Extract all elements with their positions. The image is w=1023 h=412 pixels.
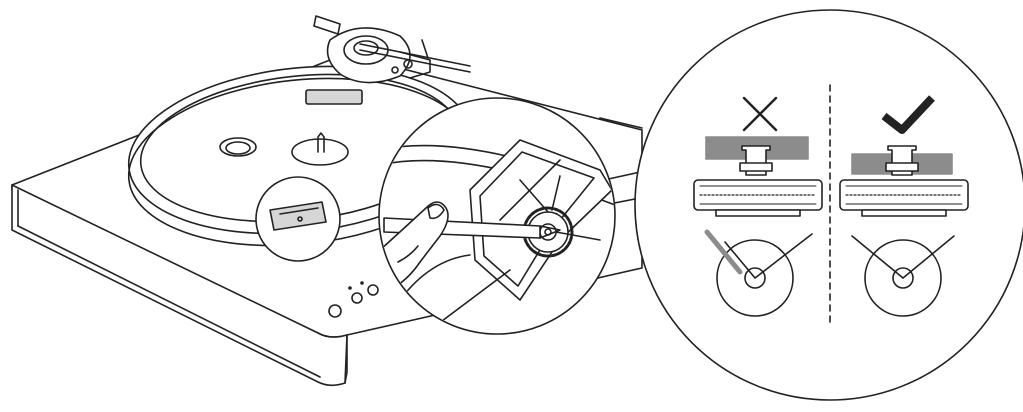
indicator-light xyxy=(360,281,364,285)
misaligned-marker xyxy=(704,229,743,275)
alignment-comparison xyxy=(634,9,1023,401)
finger xyxy=(380,201,449,291)
gear-teeth xyxy=(845,185,963,205)
alignment-line xyxy=(851,235,904,279)
checkmark-icon xyxy=(881,95,935,134)
gear-teeth xyxy=(699,185,817,205)
tonearm-counterweight xyxy=(313,15,341,35)
plinth-detail-line xyxy=(603,171,641,181)
gear-housing-line xyxy=(499,159,561,221)
drive-belt xyxy=(551,175,561,211)
drive-gear-inset xyxy=(378,97,616,335)
alignment-line xyxy=(724,241,756,279)
platter-hole xyxy=(219,137,257,157)
plinth-edge-line xyxy=(17,225,321,378)
finger-crease xyxy=(397,245,419,263)
spindle xyxy=(317,132,325,153)
incorrect-example xyxy=(693,96,823,317)
gear-wheel-base xyxy=(715,209,801,217)
alignment-line xyxy=(754,233,813,279)
alignment-line xyxy=(902,235,955,279)
cross-icon xyxy=(742,96,778,132)
pulley-shaft-ring xyxy=(739,162,773,172)
platter-slot xyxy=(305,89,363,105)
tonearm-tube xyxy=(359,43,471,67)
drive-belt xyxy=(519,179,549,213)
plinth-side-right xyxy=(344,334,348,384)
fingernail xyxy=(427,203,445,220)
speed-button xyxy=(367,284,379,296)
spindle-base xyxy=(291,138,349,166)
indicator-light xyxy=(348,286,352,290)
correct-example xyxy=(839,95,969,317)
pulley-dot xyxy=(297,216,303,222)
platter-hole-inner xyxy=(225,141,251,155)
tonearm xyxy=(313,15,471,84)
screwdriver-shaft xyxy=(555,231,601,241)
tonearm-screw xyxy=(391,66,399,74)
tonearm-lift xyxy=(421,39,429,59)
screwdriver-tip xyxy=(539,225,561,239)
tonearm-screw xyxy=(403,59,413,69)
pulley-shaft-ring xyxy=(885,162,919,172)
plinth-detail-line xyxy=(599,117,643,129)
speed-button xyxy=(351,292,363,304)
tonearm-rest xyxy=(399,51,431,79)
pulley-window-line xyxy=(279,207,319,215)
gear-wheel-base xyxy=(861,209,947,217)
power-button xyxy=(328,304,342,318)
tonearm-tube xyxy=(359,49,471,73)
